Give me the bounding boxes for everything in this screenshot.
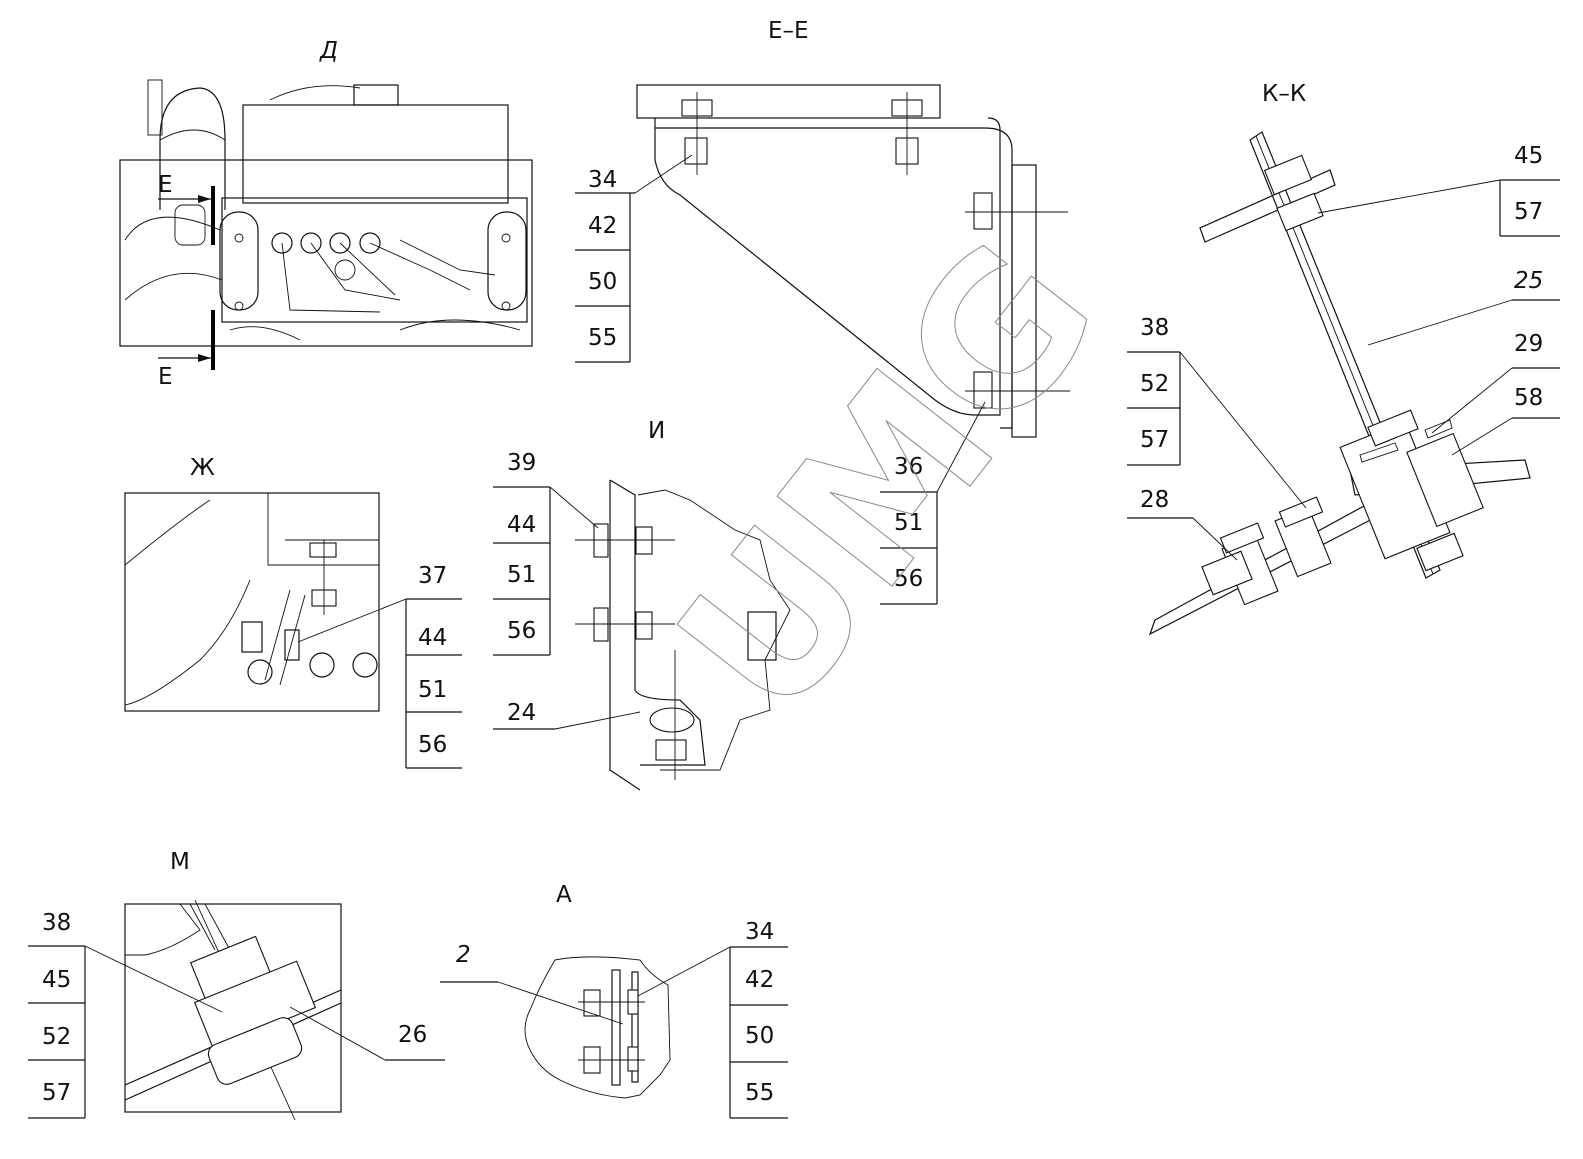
callout-label: 34 [588, 167, 617, 193]
callout-label: 56 [418, 732, 447, 758]
callout-label: 52 [42, 1024, 71, 1050]
callout-label: 51 [418, 677, 447, 703]
callout-label: 57 [42, 1080, 71, 1106]
callout-label: 29 [1514, 331, 1543, 357]
callout-label: 39 [507, 450, 536, 476]
stud-assembly [1148, 131, 1531, 636]
callout-label: 55 [588, 325, 617, 351]
callout-label: 57 [1140, 427, 1169, 453]
callout-m-1: 38 45 52 57 [28, 910, 223, 1119]
break-outline [524, 956, 671, 1099]
detail-frame [124, 903, 342, 1113]
callout-label: 56 [507, 618, 536, 644]
clamp-left [219, 211, 259, 311]
hose [269, 85, 361, 101]
callout-kk-38-52-57: 38 52 57 [1127, 315, 1307, 509]
callout-kk-29: 29 [1431, 331, 1560, 434]
callout-label: 51 [894, 510, 923, 536]
callout-label: 26 [398, 1022, 427, 1048]
view-m: М 38 45 52 57 26 [28, 849, 445, 1121]
callout-kk-45-57: 45 57 [1317, 143, 1560, 237]
callout-label: 52 [1140, 371, 1169, 397]
callout-label: 34 [745, 919, 774, 945]
callout-ee-1: 34 42 50 55 [575, 154, 693, 363]
view-a-title: А [556, 882, 572, 908]
view-zh: Ж 37 44 51 56 [124, 455, 462, 769]
break-line [637, 489, 791, 771]
callout-zh: 37 44 51 56 [297, 563, 462, 769]
view-a: А 2 34 42 50 55 [440, 882, 788, 1119]
callout-label: 25 [1514, 268, 1543, 294]
callout-label: 2 [456, 942, 471, 968]
callout-label: 44 [418, 625, 447, 651]
angle-bracket [655, 127, 1013, 429]
fuel-rail-bracket [221, 197, 528, 323]
callout-m-26: 26 [289, 1006, 445, 1061]
filler-cap [353, 84, 399, 106]
callout-label: 24 [507, 700, 536, 726]
callout-a-1: 34 42 50 55 [637, 919, 788, 1119]
engine-block-outline [119, 159, 533, 347]
callout-kk-25: 25 [1367, 268, 1560, 346]
side-plate [1011, 164, 1037, 438]
callout-label: 38 [42, 910, 71, 936]
callout-a-2: 2 [440, 942, 624, 1025]
clamp-right [487, 211, 527, 311]
watermark: UMG [635, 200, 1142, 758]
callout-label: 50 [745, 1023, 774, 1049]
top-plate [636, 84, 941, 119]
view-kk-title: К–К [1262, 81, 1306, 107]
view-zh-title: Ж [190, 455, 215, 481]
injector-pipes [271, 232, 496, 313]
view-i: И 39 44 51 56 24 [493, 418, 791, 791]
callout-ee-2: 36 51 56 [880, 401, 986, 605]
callout-label: 42 [588, 213, 617, 239]
view-ee-title: Е–Е [768, 18, 809, 44]
valve-cover [242, 104, 509, 204]
callout-label: 56 [894, 566, 923, 592]
callout-label: 28 [1140, 487, 1169, 513]
view-kk: К–К 45 57 [1127, 81, 1560, 636]
section-mark-bottom: Е [158, 364, 173, 390]
callout-label: 37 [418, 563, 447, 589]
view-m-title: М [170, 849, 190, 875]
callout-label: 55 [745, 1080, 774, 1106]
callout-label: 57 [1514, 199, 1543, 225]
callout-kk-28: 28 [1127, 487, 1238, 561]
callout-label: 51 [507, 562, 536, 588]
view-d: Д [119, 38, 533, 390]
bracket-gusset [654, 117, 1001, 416]
mount-bracket [609, 479, 706, 791]
view-i-title: И [648, 418, 665, 444]
callout-label: 45 [1514, 143, 1543, 169]
callout-label: 58 [1514, 385, 1543, 411]
callout-label: 50 [588, 269, 617, 295]
view-d-title: Д [319, 38, 338, 64]
callout-i-1: 39 44 51 56 [493, 450, 599, 656]
section-mark-top: Е [158, 172, 173, 198]
callout-label: 42 [745, 967, 774, 993]
callout-kk-58: 58 [1451, 385, 1560, 456]
detail-frame [124, 492, 380, 712]
callout-label: 38 [1140, 315, 1169, 341]
bolts [681, 92, 1070, 409]
callout-label: 44 [507, 512, 536, 538]
callout-label: 45 [42, 967, 71, 993]
view-ee: Е–Е 34 42 50 55 36 [575, 18, 1070, 605]
callout-label: 36 [894, 454, 923, 480]
callout-i-24: 24 [493, 700, 641, 730]
